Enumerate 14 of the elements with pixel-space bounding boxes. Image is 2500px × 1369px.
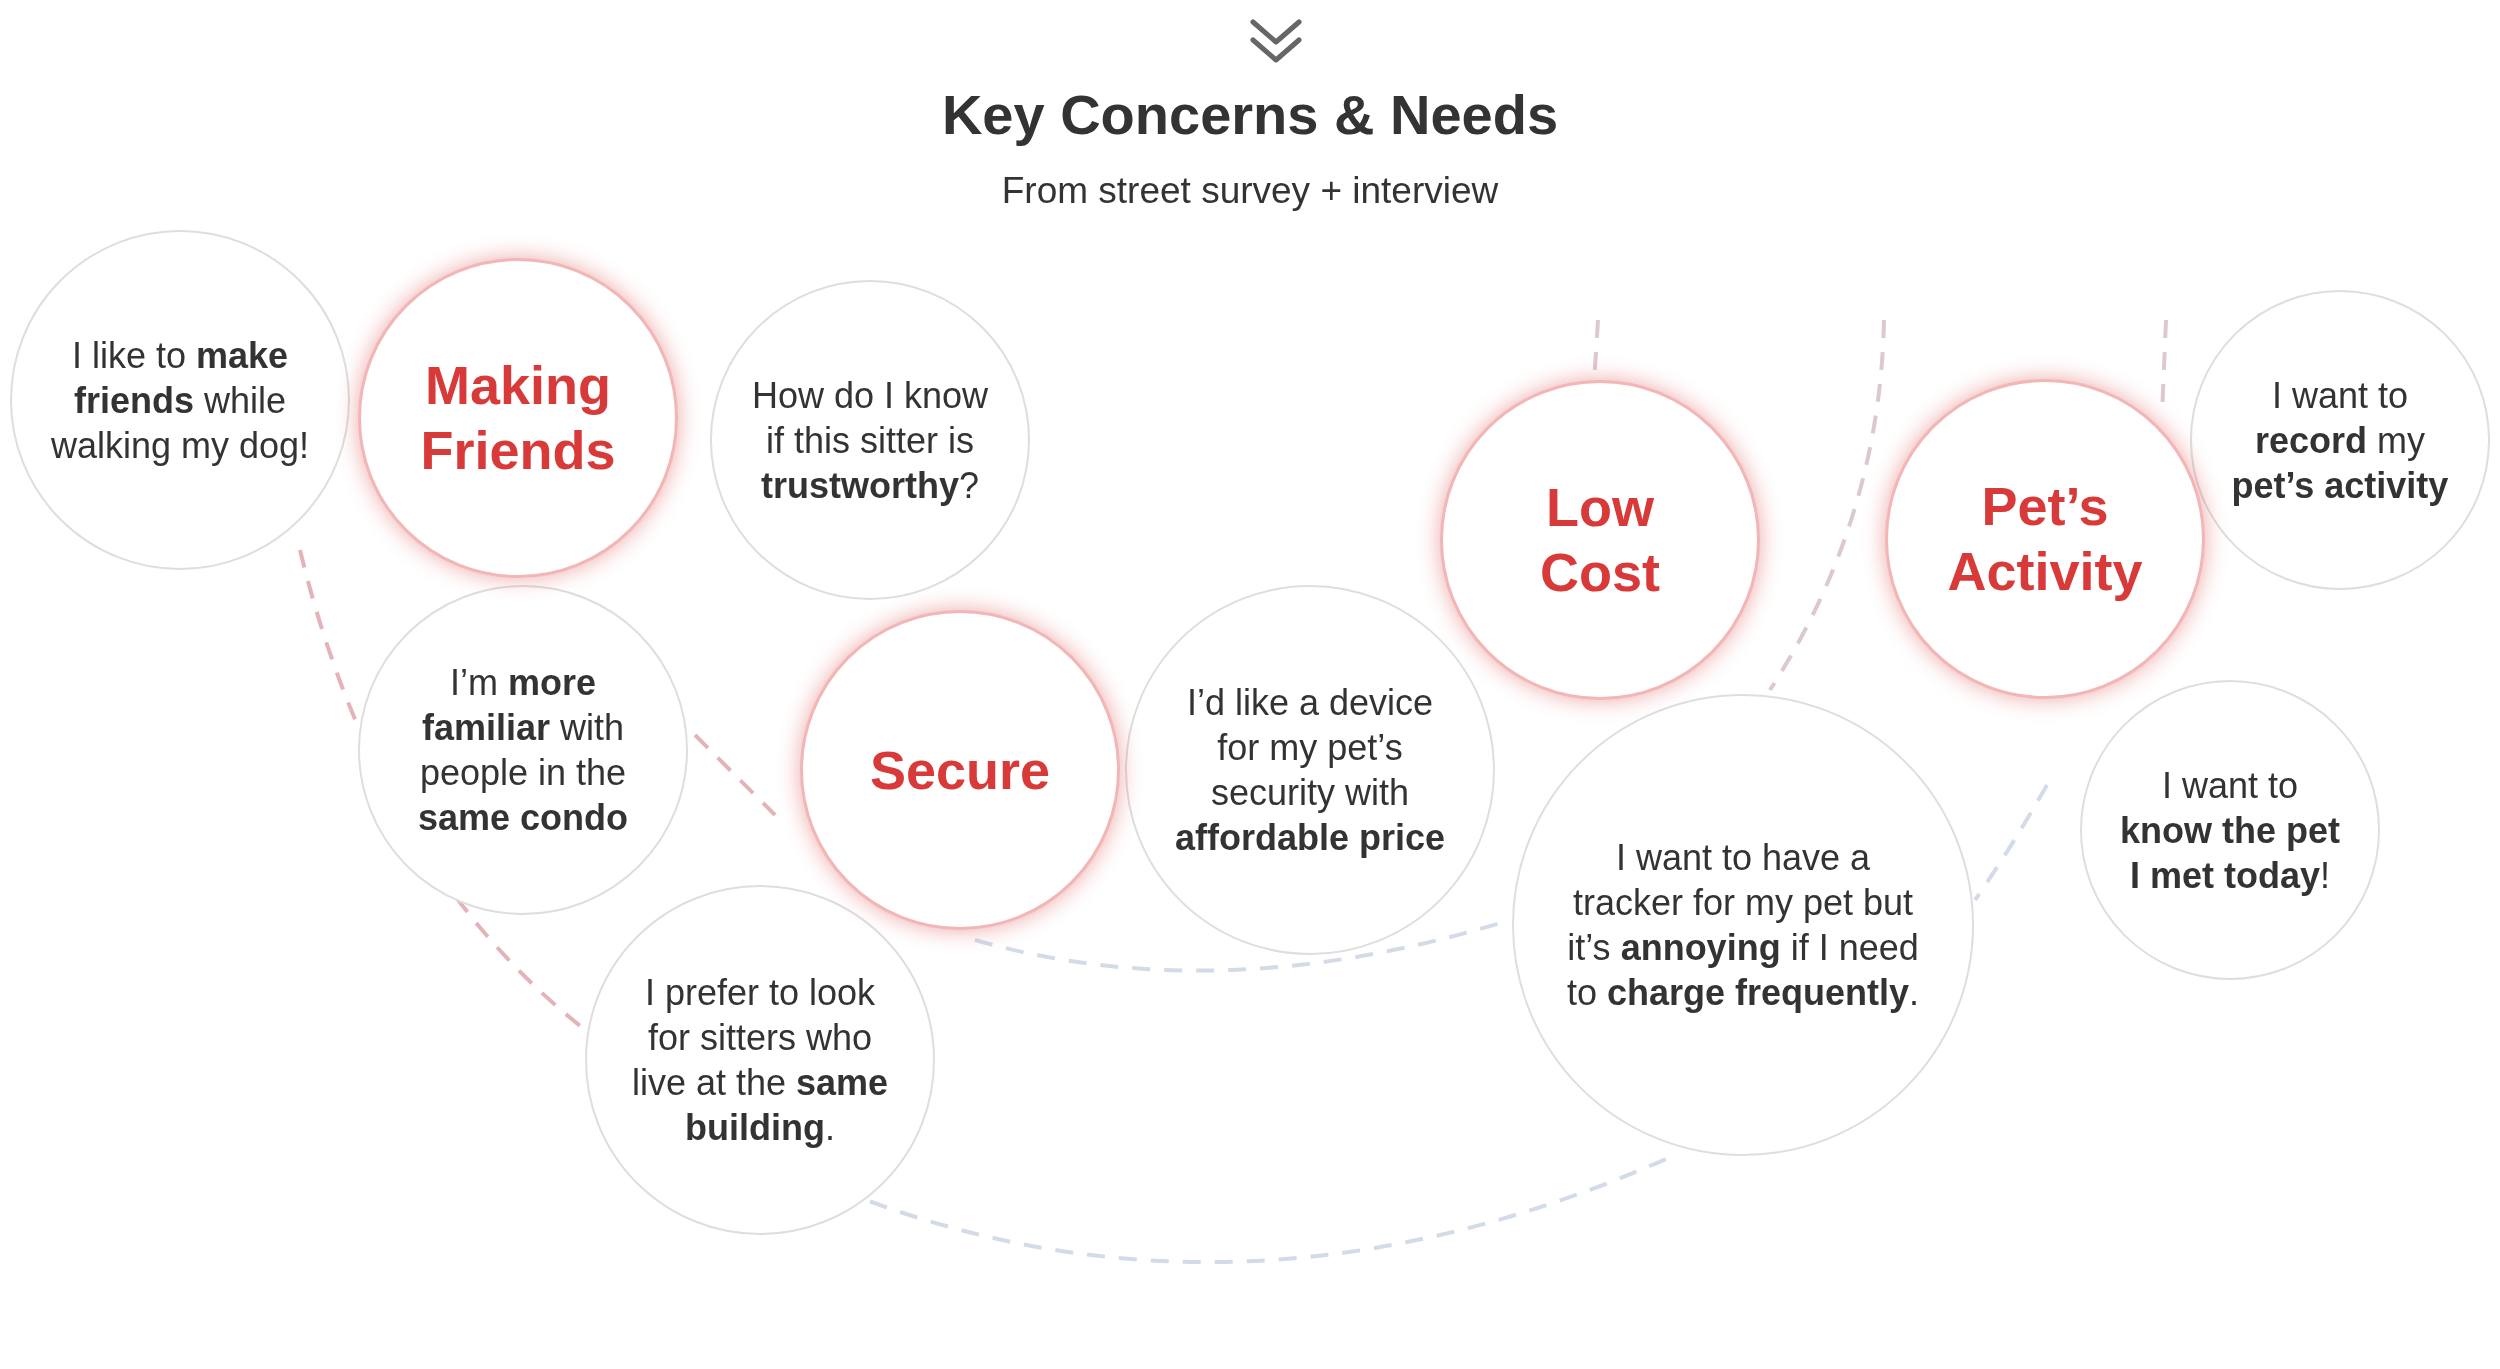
concern-heading: Pet’s Activity (1946, 475, 2144, 603)
quote-text: I want to know the pet I met today! (2119, 763, 2341, 898)
quote-text: I’d like a device for my pet’s security with affordable price (1173, 681, 1447, 860)
title: Key Concerns & Needs (941, 83, 1559, 146)
quote-text: I’m more familiar with people in the same condo (416, 661, 630, 840)
concern-heading: Making Friends (419, 354, 617, 482)
concern-heading: Secure (868, 738, 1052, 802)
quote-text: I prefer to look for sitters who live at the same building. (630, 971, 890, 1150)
quote-text: I want to have a tracker for my pet but it’s annoying if I need to charge frequently. (1565, 836, 1921, 1015)
quote-text: I like to make friends while walking my dog! (49, 333, 311, 468)
quote-text: I want to record my pet’s activity (2230, 373, 2450, 508)
quote-text: How do I know if this sitter is trustworthy? (750, 373, 990, 508)
subtitle: From street survey + interview (1001, 170, 1499, 211)
concern-heading: Low Cost (1539, 476, 1661, 604)
